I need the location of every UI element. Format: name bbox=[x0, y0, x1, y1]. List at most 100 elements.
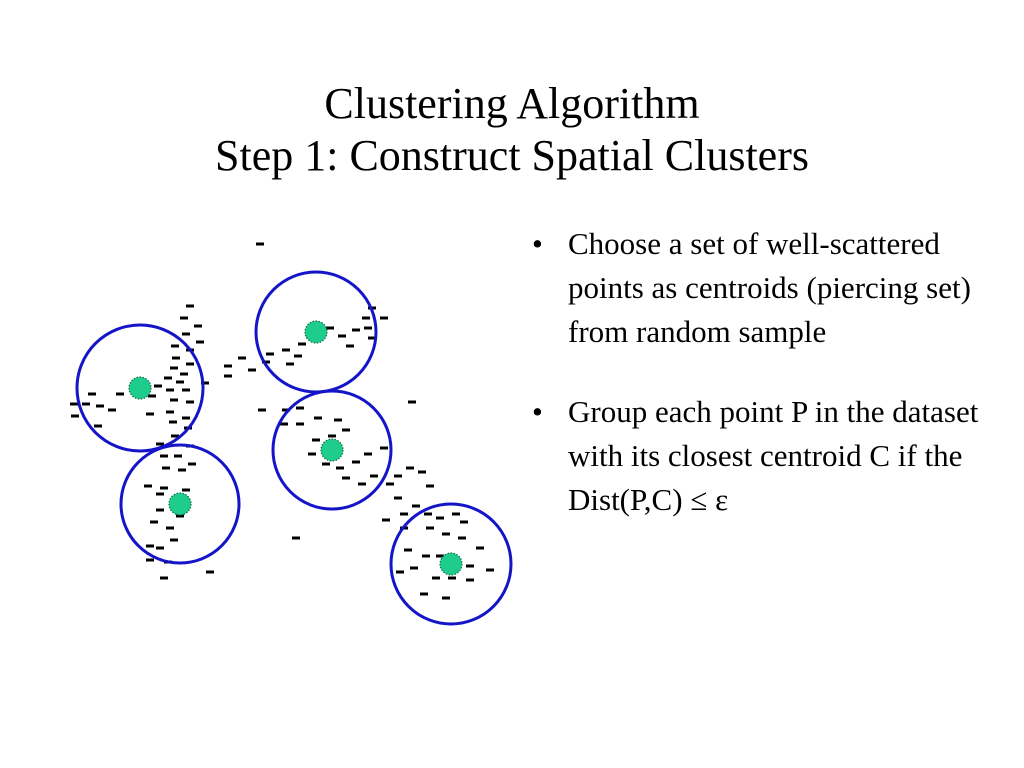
data-point bbox=[448, 576, 456, 580]
data-point bbox=[182, 388, 190, 392]
data-point bbox=[282, 348, 290, 352]
cluster-circle bbox=[389, 502, 513, 626]
data-point bbox=[404, 548, 412, 552]
data-point bbox=[88, 392, 96, 396]
data-point bbox=[94, 424, 102, 428]
data-point bbox=[342, 476, 350, 480]
data-point bbox=[432, 576, 440, 580]
data-point bbox=[262, 360, 270, 364]
data-point bbox=[460, 520, 468, 524]
data-point bbox=[182, 332, 190, 336]
data-point bbox=[282, 408, 290, 412]
data-point bbox=[186, 400, 194, 404]
data-point bbox=[466, 578, 474, 582]
data-point bbox=[170, 538, 178, 542]
data-point bbox=[280, 422, 288, 426]
data-point bbox=[380, 446, 388, 450]
data-point bbox=[176, 514, 184, 518]
data-point bbox=[352, 460, 360, 464]
centroid-point bbox=[439, 552, 463, 576]
data-point bbox=[144, 484, 152, 488]
data-point bbox=[394, 496, 402, 500]
data-point bbox=[176, 380, 184, 384]
data-point bbox=[452, 512, 460, 516]
data-point bbox=[206, 570, 214, 574]
data-point bbox=[160, 454, 168, 458]
data-point bbox=[436, 554, 444, 558]
data-point bbox=[172, 356, 180, 360]
data-point bbox=[286, 362, 294, 366]
data-point bbox=[146, 558, 154, 562]
data-point bbox=[424, 512, 432, 516]
bullet-text: Choose a set of well-scattered points as… bbox=[568, 226, 971, 349]
bullet-marker: • bbox=[532, 394, 543, 429]
data-point bbox=[188, 462, 196, 466]
data-point bbox=[146, 544, 154, 548]
data-point bbox=[171, 434, 179, 438]
data-point bbox=[150, 520, 158, 524]
data-point bbox=[364, 452, 372, 456]
data-point bbox=[196, 340, 204, 344]
data-point bbox=[266, 352, 274, 356]
data-point bbox=[186, 362, 194, 366]
data-point bbox=[312, 438, 320, 442]
data-point bbox=[370, 474, 378, 478]
data-point bbox=[166, 526, 174, 530]
data-point bbox=[368, 336, 376, 340]
data-point bbox=[406, 466, 414, 470]
data-point bbox=[156, 442, 164, 446]
data-point bbox=[170, 398, 178, 402]
data-point bbox=[420, 592, 428, 596]
data-point bbox=[386, 482, 394, 486]
data-point bbox=[338, 334, 346, 338]
data-point bbox=[400, 512, 408, 516]
data-point bbox=[380, 316, 388, 320]
data-point bbox=[170, 366, 178, 370]
slide-title: Clustering Algorithm Step 1: Construct S… bbox=[0, 78, 1024, 182]
data-point bbox=[160, 486, 168, 490]
data-point bbox=[314, 416, 322, 420]
data-point bbox=[396, 570, 404, 574]
data-point bbox=[442, 596, 450, 600]
data-point bbox=[436, 516, 444, 520]
data-point bbox=[169, 420, 177, 424]
data-point bbox=[162, 466, 170, 470]
data-point bbox=[426, 526, 434, 530]
title-line-1: Clustering Algorithm bbox=[324, 79, 700, 128]
data-point bbox=[82, 402, 90, 406]
data-point bbox=[294, 354, 302, 358]
data-point bbox=[346, 344, 354, 348]
title-line-2: Step 1: Construct Spatial Clusters bbox=[215, 131, 809, 180]
spatial-clusters-diagram bbox=[70, 242, 513, 626]
cluster-circle bbox=[119, 443, 241, 565]
data-point bbox=[442, 532, 450, 536]
data-point bbox=[328, 434, 336, 438]
bullet-text: Group each point P in the dataset with i… bbox=[568, 394, 979, 517]
data-point bbox=[108, 408, 116, 412]
data-point bbox=[394, 474, 402, 478]
data-point bbox=[248, 368, 256, 372]
data-point bbox=[256, 242, 264, 246]
data-point bbox=[156, 546, 164, 550]
bullet-list: • Choose a set of well-scattered points … bbox=[528, 222, 998, 558]
data-point bbox=[194, 324, 202, 328]
data-point bbox=[224, 364, 232, 368]
data-point bbox=[148, 394, 156, 398]
data-point bbox=[146, 412, 154, 416]
data-point bbox=[342, 428, 350, 432]
data-point bbox=[358, 482, 366, 486]
data-point bbox=[486, 568, 494, 572]
data-point bbox=[326, 326, 334, 330]
data-point bbox=[70, 402, 78, 406]
data-point bbox=[334, 418, 342, 422]
data-point bbox=[408, 400, 416, 404]
data-point bbox=[362, 316, 370, 320]
data-point bbox=[476, 546, 484, 550]
cluster-circle bbox=[271, 389, 393, 511]
data-point bbox=[154, 384, 162, 388]
data-point bbox=[156, 492, 164, 496]
data-point bbox=[160, 576, 168, 580]
data-point bbox=[180, 372, 188, 376]
data-point bbox=[458, 536, 466, 540]
data-point bbox=[71, 414, 79, 418]
